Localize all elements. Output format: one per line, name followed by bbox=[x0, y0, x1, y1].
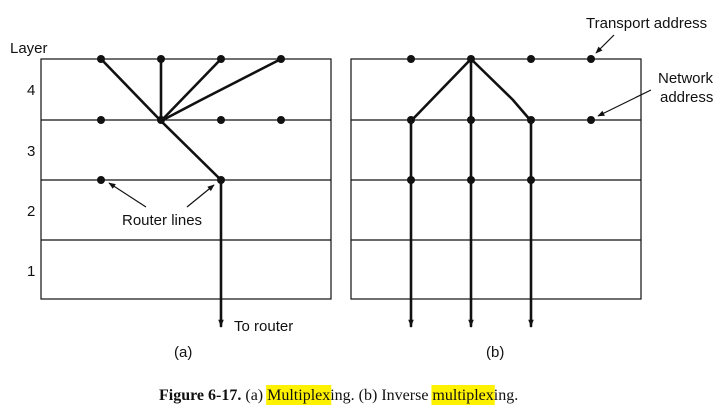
panel-b-router-line-dot bbox=[467, 176, 475, 184]
panel-a-transport-address-dot bbox=[157, 55, 165, 63]
panel-a-network-to-router-line bbox=[159, 119, 223, 182]
panel-a-network-address-dot bbox=[157, 116, 165, 124]
layer-label-1: 1 bbox=[27, 263, 35, 280]
panel-b-label: (b) bbox=[486, 344, 504, 361]
panel-a-transport-address-dot bbox=[217, 55, 225, 63]
panel-b-network-address-dot bbox=[467, 116, 475, 124]
router-lines-pointer-arrow bbox=[108, 182, 147, 208]
panel-a-router-line-dot bbox=[217, 176, 225, 184]
caption-part1-highlight: Multiplex bbox=[267, 387, 330, 404]
panel-a-frame bbox=[40, 58, 332, 300]
layer-label-3: 3 bbox=[27, 143, 35, 160]
caption-part1-prefix: (a) bbox=[245, 387, 267, 404]
network-address-pointer-arrow bbox=[597, 89, 652, 117]
panel-a-connection-4 bbox=[159, 57, 283, 123]
network-address-label-line2: address bbox=[660, 89, 713, 106]
figure-caption: Figure 6-17.(a) Multiplexing. (b) Invers… bbox=[159, 385, 518, 405]
to-router-label: To router bbox=[234, 318, 293, 335]
router-lines-pointer-arrow bbox=[186, 184, 215, 208]
panel-a-multiplexing: Router lines To router (a) bbox=[40, 55, 332, 361]
panel-a-connection-3 bbox=[159, 57, 223, 123]
router-lines-label: Router lines bbox=[122, 212, 202, 229]
panel-b-transport-address-dot bbox=[407, 55, 415, 63]
panel-b-router-line-dot bbox=[527, 176, 535, 184]
panel-a-transport-address-dot bbox=[97, 55, 105, 63]
caption-text: Figure 6-17.(a) Multiplexing. (b) Invers… bbox=[159, 387, 518, 404]
transport-address-pointer-arrow bbox=[595, 34, 615, 54]
caption-part1-suffix: ing. (b) Inverse bbox=[330, 387, 432, 404]
panel-a-connection-1 bbox=[99, 57, 163, 123]
panel-b-network-address-dot bbox=[407, 116, 415, 124]
layer-label-2: 2 bbox=[27, 203, 35, 220]
transport-address-label: Transport address bbox=[586, 15, 707, 32]
caption-highlight-multiplex-2 bbox=[431, 385, 495, 405]
panel-a-label: (a) bbox=[174, 344, 192, 361]
panel-a-network-address-dot bbox=[217, 116, 225, 124]
panel-b-transport-address-dot bbox=[527, 55, 535, 63]
layer-label-4: 4 bbox=[27, 82, 35, 99]
panel-a-network-address-dot bbox=[97, 116, 105, 124]
panel-b-transport-address-dot bbox=[467, 55, 475, 63]
panel-b-network-address-dot bbox=[527, 116, 535, 124]
network-address-label-line1: Network bbox=[658, 70, 714, 87]
panel-a-router-line-dot bbox=[97, 176, 105, 184]
panel-b-router-line-dot bbox=[407, 176, 415, 184]
caption-part2-suffix: ing. bbox=[494, 387, 518, 404]
panel-b-connection-left bbox=[409, 57, 473, 123]
caption-part2-highlight: multiplex bbox=[432, 387, 493, 404]
panel-b-transport-address-dot bbox=[587, 55, 595, 63]
panel-b-network-address-dot bbox=[587, 116, 595, 124]
panel-a-transport-address-dot bbox=[277, 55, 285, 63]
caption-figure-number: Figure 6-17. bbox=[159, 387, 241, 404]
panel-b-connection-right bbox=[469, 57, 533, 123]
layer-axis-title: Layer bbox=[10, 40, 48, 57]
caption-highlight-multiplex bbox=[266, 385, 332, 405]
panel-b-frame bbox=[350, 58, 642, 300]
panel-a-network-address-dot bbox=[277, 116, 285, 124]
panel-b-inverse-multiplexing: Transport address Network address (b) bbox=[350, 15, 714, 361]
